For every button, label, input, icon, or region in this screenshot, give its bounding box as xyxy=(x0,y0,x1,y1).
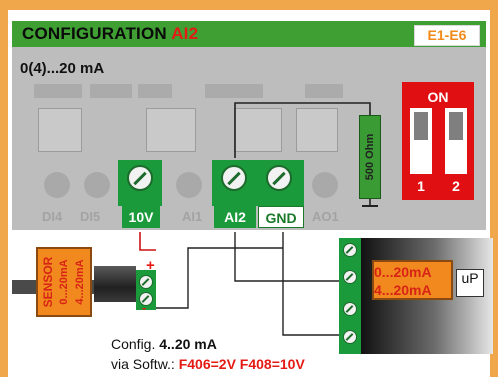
dip-number-2: 2 xyxy=(452,178,460,194)
ghost-screw xyxy=(44,172,70,198)
range-label: 0(4)...20 mA xyxy=(20,60,105,77)
device-range-2: 4...20mA xyxy=(374,282,432,298)
ghost-component xyxy=(305,84,343,98)
dip-number-1: 1 xyxy=(417,178,425,194)
terminal-10v-screw xyxy=(127,165,153,191)
model-badge: E1-E6 xyxy=(414,25,480,46)
header-bar xyxy=(12,21,486,47)
sensor-title: SENSOR xyxy=(41,256,55,308)
terminal-ai2-label: AI2 xyxy=(214,206,256,228)
header-title-channel: AI2 xyxy=(171,24,199,43)
terminal-gnd-screw xyxy=(266,165,292,191)
sensor-range-1: 0...20mA xyxy=(58,259,70,305)
dip-on-label: ON xyxy=(427,89,449,105)
ghost-label: AO1 xyxy=(312,209,339,224)
sensor-body xyxy=(36,247,92,317)
config-line-1: Config. 4..20 mA xyxy=(111,336,217,352)
ghost-label: AI1 xyxy=(182,209,203,224)
wire-resistor-top xyxy=(234,102,371,158)
resistor xyxy=(359,115,381,199)
device-range-label xyxy=(372,260,453,300)
config-line-2-prefix: via Softw.: xyxy=(111,356,175,372)
ghost-screw xyxy=(312,172,338,198)
header-title: CONFIGURATION AI2 xyxy=(22,24,198,44)
sensor-screw-minus xyxy=(139,292,153,306)
dip-knob-1 xyxy=(414,112,428,140)
dip-knob-2 xyxy=(449,112,463,140)
ghost-screw xyxy=(84,172,110,198)
ghost-screw xyxy=(176,172,202,198)
frame-top xyxy=(0,0,498,10)
terminal-gnd-label: GND xyxy=(258,206,304,228)
wire-ai2-device xyxy=(234,232,339,282)
ghost-component xyxy=(205,84,263,98)
frame-left xyxy=(0,0,8,377)
header-title-prefix: CONFIGURATION xyxy=(22,24,167,43)
ghost-label: DI4 xyxy=(42,209,63,224)
wire-10v-sensor xyxy=(139,232,156,251)
ghost-label: DI5 xyxy=(80,209,101,224)
terminal-ai2-screw xyxy=(221,165,247,191)
device-screw-3 xyxy=(343,302,357,316)
ghost-component xyxy=(34,84,82,98)
sensor-plug xyxy=(94,266,136,302)
device-screw-2 xyxy=(343,270,357,284)
polarity-minus: - xyxy=(142,300,147,315)
wire-gnd-device xyxy=(282,232,339,336)
ghost-component xyxy=(296,108,338,152)
polarity-plus: + xyxy=(146,257,155,274)
terminal-10v-label: 10V xyxy=(122,206,160,228)
device-terminal-strip xyxy=(339,238,361,354)
ghost-component xyxy=(146,108,196,152)
frame-right xyxy=(490,0,498,377)
config-line-2: via Softw.: F406=2V F408=10V xyxy=(111,356,305,372)
device-screw-1 xyxy=(343,243,357,257)
ghost-component xyxy=(138,84,172,98)
sensor-screw-plus xyxy=(139,275,153,289)
sensor-range-2: 4...20mA xyxy=(74,259,86,305)
config-line-1-value: 4..20 mA xyxy=(159,336,217,352)
ghost-component xyxy=(38,108,82,152)
resistor-label: 500 Ohm xyxy=(364,133,376,181)
device-screw-4 xyxy=(343,330,357,344)
processor-label: uP xyxy=(456,269,484,297)
config-line-1-prefix: Config. xyxy=(111,336,156,352)
wire-sensor-minus xyxy=(156,247,283,309)
device-range-1: 0...20mA xyxy=(374,264,432,280)
ghost-component xyxy=(90,84,132,98)
config-line-2-values: F406=2V F408=10V xyxy=(178,356,305,372)
